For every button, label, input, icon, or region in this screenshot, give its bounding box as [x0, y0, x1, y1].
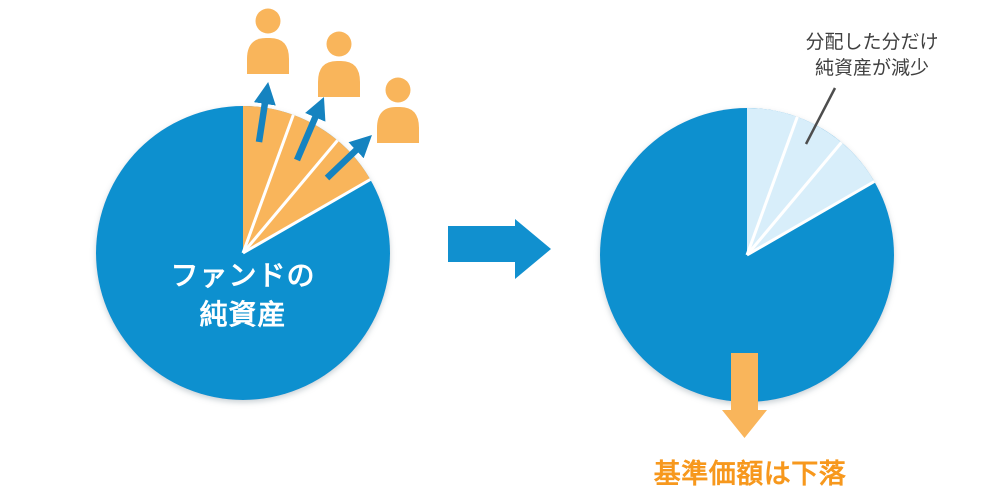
payout-arrow-icon — [324, 134, 372, 181]
investor-icons — [247, 8, 419, 143]
payout-arrow-icon — [294, 97, 326, 162]
wedge-divider-line — [242, 178, 372, 255]
investor-icon — [318, 31, 360, 97]
payout-arrow-icon — [253, 82, 276, 143]
wedge-divider-line — [746, 180, 876, 257]
annotation-pointer-line — [804, 87, 837, 145]
wedge-divider-line — [241, 139, 339, 254]
payout-arrows — [253, 82, 372, 181]
right-pie — [600, 108, 894, 402]
left-pie — [96, 106, 390, 400]
wedge-divider-line — [745, 116, 799, 256]
transition-arrow-icon — [448, 219, 551, 279]
investor-icon — [247, 8, 289, 74]
decline-arrow-icon — [722, 353, 767, 438]
wedge-divider-line — [241, 114, 295, 254]
investor-icon — [377, 77, 419, 143]
wedge-divider-line — [745, 141, 843, 256]
